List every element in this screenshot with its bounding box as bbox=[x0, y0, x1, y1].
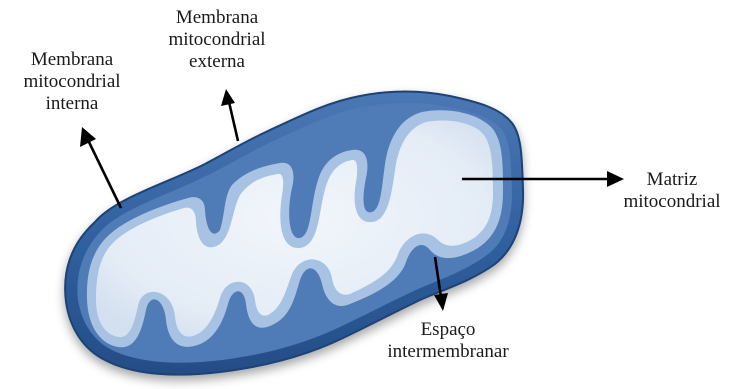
outer-membrane-label-line-3: externa bbox=[148, 51, 286, 73]
outer-membrane-arrow bbox=[229, 102, 238, 141]
matrix-label: Matriz mitocondrial bbox=[608, 169, 734, 213]
inner-membrane-label-line-2: mitocondrial bbox=[8, 71, 136, 93]
inner-membrane-arrow bbox=[88, 140, 121, 208]
intermembrane-space-arrowhead bbox=[434, 293, 448, 311]
matrix-label-line-1: Matriz bbox=[608, 169, 734, 191]
inner-membrane-label-line-3: interna bbox=[8, 93, 136, 115]
inner-membrane-label-line-1: Membrana bbox=[8, 49, 136, 71]
outer-membrane-label: Membrana mitocondrial externa bbox=[148, 7, 286, 73]
intermembrane-space-label-line-2: intermembranar bbox=[368, 341, 528, 363]
outer-membrane-label-line-1: Membrana bbox=[148, 7, 286, 29]
outer-membrane-label-line-2: mitocondrial bbox=[148, 29, 286, 51]
intermembrane-space-label-line-1: Espaço bbox=[368, 319, 528, 341]
outer-membrane-arrowhead bbox=[221, 89, 235, 106]
inner-membrane-arrowhead bbox=[80, 127, 96, 147]
matrix-label-line-2: mitocondrial bbox=[608, 191, 734, 213]
intermembrane-space-label: Espaço intermembranar bbox=[368, 319, 528, 363]
inner-membrane-label: Membrana mitocondrial interna bbox=[8, 49, 136, 115]
